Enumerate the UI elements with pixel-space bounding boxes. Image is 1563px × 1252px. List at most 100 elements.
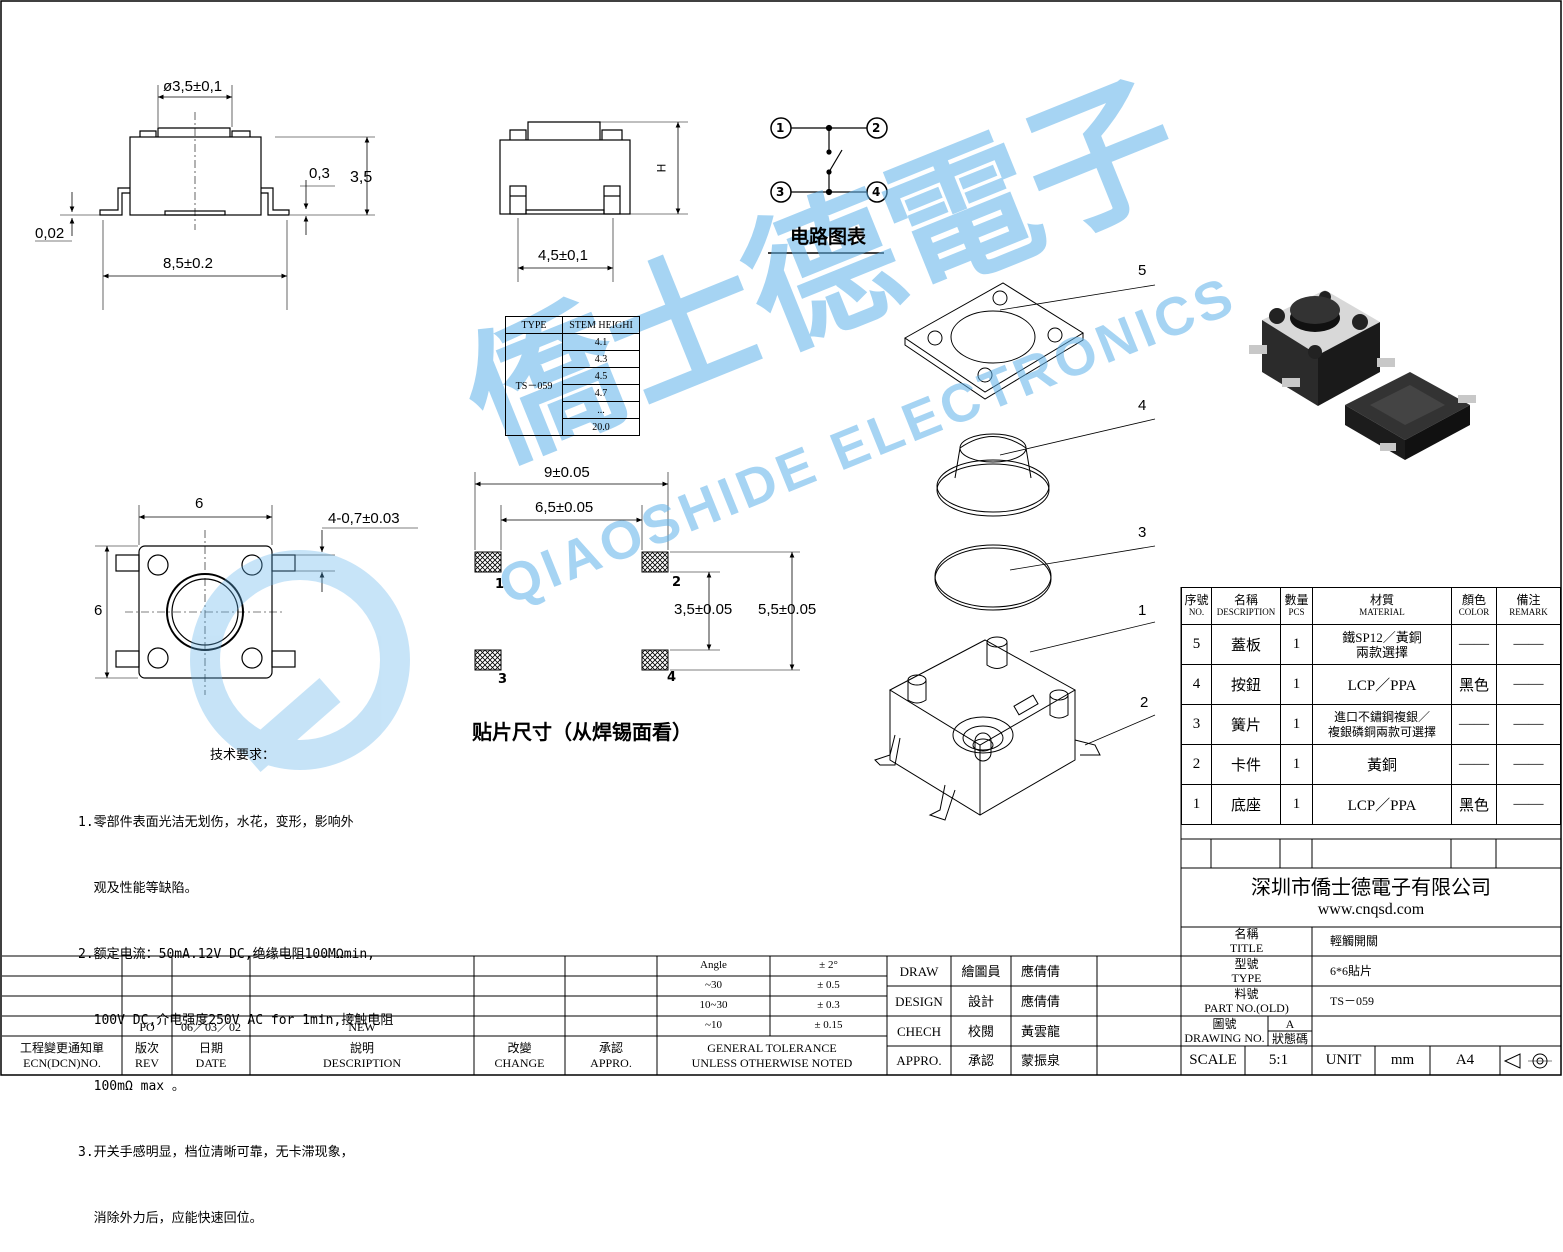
scale-value: 5:1	[1268, 1052, 1289, 1068]
circuit-pin-1: 1	[776, 121, 785, 135]
revision-header-rev-cn: 版次	[134, 1041, 159, 1055]
requirement-line: 2.额定电流：50mA.12V DC,绝缘电阻100MΩmin,	[78, 947, 376, 962]
callout-4: 4	[1138, 397, 1147, 414]
pad-layout-title: 贴片尺寸（从焊锡面看）	[472, 722, 692, 744]
title-block-lines	[2, 587, 1561, 1075]
stem-header-height: STEM HEIGHI	[562, 316, 640, 334]
callout-3: 3	[1138, 524, 1147, 541]
part-label-cn: 料號	[1234, 987, 1259, 1001]
dim-pin-width: 4-0,7±0.03	[328, 510, 400, 527]
revision-header-desc-en: DESCRIPTION	[322, 1056, 401, 1070]
pad-label-1: 1	[495, 577, 505, 592]
callout-5: 5	[1138, 262, 1147, 279]
type-value: 6*6貼片	[1330, 964, 1373, 978]
stem-height: 4.7	[562, 384, 640, 402]
drawing-label-en: DRAWING NO.	[1184, 1031, 1265, 1045]
requirements-list: 1.零部件表面光洁无划伤，水花，变形，影响外 观及性能等缺陷。 2.额定电流：5…	[78, 768, 393, 1252]
revision-header-ecn-en: ECN(DCN)NO.	[23, 1056, 101, 1070]
paper-size: A4	[1455, 1052, 1475, 1068]
approval-role-en: DRAW	[899, 964, 939, 979]
bom-row: 5 蓋板 1 鐵SP12／黃銅 兩款選擇 —— ——	[1181, 624, 1561, 665]
stem-height: 20.0	[562, 418, 640, 436]
circuit-pin-3: 3	[776, 185, 785, 199]
stem-height: 4.3	[562, 350, 640, 368]
approval-role-cn: 繪圖員	[961, 964, 1001, 979]
dim-0-02: 0,02	[35, 225, 65, 242]
tolerance-range: Angle	[700, 959, 727, 971]
bom-row: 1 底座 1 LCP／PPA 黑色 ——	[1181, 784, 1561, 825]
pad-layout	[474, 472, 800, 671]
approval-role-cn: 設計	[967, 994, 994, 1009]
company-url: www.cnqsd.com	[1317, 901, 1425, 918]
pad-label-4: 4	[667, 670, 677, 685]
approval-name: 黃雲龍	[1021, 1024, 1061, 1039]
approval-name: 應倩倩	[1021, 994, 1061, 1009]
side-view-right	[499, 121, 688, 282]
type-label-cn: 型號	[1234, 957, 1259, 971]
tolerance-footer-1: GENERAL TOLERANCE	[707, 1041, 837, 1055]
product-photo	[1249, 290, 1476, 460]
dim-5-5: 5,5±0.05	[758, 601, 817, 618]
revision-header-date-cn: 日期	[198, 1041, 223, 1055]
dim-3-5: 3,5	[350, 169, 373, 186]
revision-header-desc-cn: 說明	[349, 1041, 374, 1055]
requirement-line: 观及性能等缺陷。	[78, 881, 198, 896]
circuit-title: 电路图表	[790, 227, 867, 248]
tolerance-value: ± 0.3	[817, 999, 840, 1011]
title-label-en: TITLE	[1229, 941, 1264, 955]
side-view-front	[35, 85, 375, 310]
stem-header-type: TYPE	[505, 316, 563, 334]
title-value: 輕觸開關	[1330, 934, 1379, 948]
company-name: 深圳市僑士德電子有限公司	[1251, 877, 1491, 899]
dim-0-3: 0,3	[309, 165, 330, 182]
dim-4-5: 4,5±0,1	[538, 247, 588, 264]
approval-name: 蒙振泉	[1021, 1053, 1061, 1068]
type-label-en: TYPE	[1231, 971, 1262, 985]
revision-header-ecn-cn: 工程變更通知單	[19, 1041, 104, 1055]
stem-height: 4.5	[562, 367, 640, 385]
requirement-line: 100mΩ max 。	[78, 1079, 185, 1094]
revision-header-change-cn: 改變	[507, 1041, 532, 1055]
dim-h: H	[654, 163, 669, 173]
state-label: 狀態碼	[1271, 1032, 1308, 1046]
requirement-line: 100V DC,介电强度250V AC for 1min,接触电阻	[78, 1013, 394, 1028]
unit-label: UNIT	[1325, 1052, 1362, 1068]
dim-3-5-pad: 3,5±0.05	[674, 601, 733, 618]
revision-rev: PO	[139, 1020, 155, 1034]
title-label-cn: 名稱	[1234, 927, 1259, 941]
scale-label: SCALE	[1189, 1052, 1237, 1068]
approval-role-en: CHECH	[896, 1024, 942, 1039]
revision-header-rev-en: REV	[135, 1056, 159, 1070]
revision-header-appro-cn: 承認	[598, 1041, 623, 1055]
dim-9: 9±0.05	[544, 464, 590, 481]
revision-header-date-en: DATE	[195, 1056, 227, 1070]
callout-2: 2	[1140, 694, 1149, 711]
tolerance-value: ± 0.15	[814, 1019, 843, 1031]
watermark-logo	[190, 550, 410, 773]
requirement-line: 1.零部件表面光洁无划伤，水花，变形，影响外	[78, 815, 354, 830]
drawing-label-cn: 圖號	[1212, 1017, 1237, 1031]
part-value: TS－059	[1330, 994, 1375, 1008]
drawing-sheet: 僑士德電子 QIAOSHIDE ELECTRONICS ø3,5±0,1 0,3…	[0, 0, 1562, 1226]
bom-row: 3 簧片 1 進口不鏽鋼複銀／ 複銀磷銅兩款可選擇 —— ——	[1181, 704, 1561, 745]
tolerance-range: ~10	[705, 1019, 722, 1031]
tolerance-footer-2: UNLESS OTHERWISE NOTED	[691, 1056, 853, 1070]
revision-date: 06／03／02	[180, 1020, 241, 1034]
callout-1: 1	[1138, 602, 1147, 619]
pad-label-2: 2	[672, 575, 682, 590]
tolerance-range: ~30	[705, 979, 722, 991]
dim-6-height: 6	[94, 602, 103, 619]
bom-row: 2 卡件 1 黃銅 —— ——	[1181, 744, 1561, 785]
approval-role-en: APPRO.	[896, 1053, 942, 1068]
bom-row: 4 按鈕 1 LCP／PPA 黑色 ——	[1181, 664, 1561, 705]
part-label-en: PART NO.(OLD)	[1204, 1001, 1289, 1015]
circuit-pin-4: 4	[872, 185, 881, 199]
requirement-line: 3.开关手感明显，档位清晰可靠，无卡滞现象，	[78, 1145, 354, 1160]
circuit-pin-2: 2	[872, 121, 881, 135]
